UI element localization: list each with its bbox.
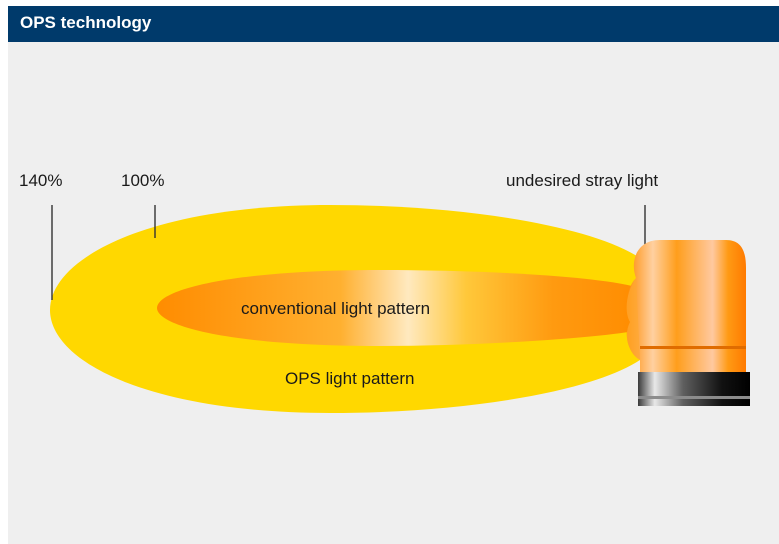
label-100-percent: 100% bbox=[121, 171, 164, 190]
conventional-light-pattern-shape bbox=[157, 270, 640, 346]
label-stray-light: undesired stray light bbox=[506, 171, 658, 190]
header-bar: OPS technology bbox=[8, 6, 779, 42]
beacon-light-icon bbox=[626, 240, 750, 406]
label-140-percent: 140% bbox=[19, 171, 62, 190]
label-conventional-pattern: conventional light pattern bbox=[241, 299, 430, 318]
label-ops-pattern: OPS light pattern bbox=[285, 369, 414, 388]
page-title: OPS technology bbox=[20, 13, 152, 32]
